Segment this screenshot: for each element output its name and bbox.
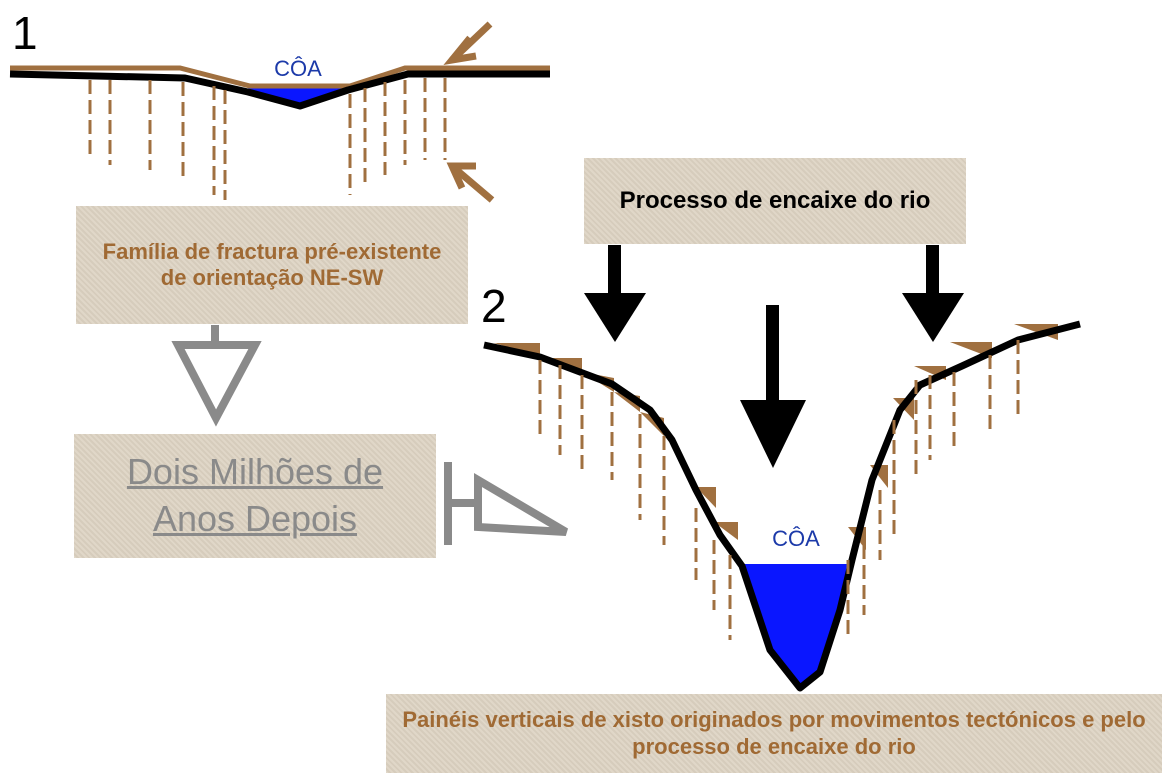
- ground-line-top: [9, 70, 550, 110]
- incision-arrow-left: [584, 245, 646, 342]
- vertical-panels-text: Painéis verticais de xisto originados po…: [402, 707, 1146, 759]
- river-water-top: [248, 88, 348, 107]
- step-number-1: 1: [12, 7, 38, 59]
- two-million-years-text: Dois Milhões de Anos Depois: [126, 451, 384, 539]
- fractures-top: [88, 78, 447, 200]
- compression-arrow-upper: [443, 21, 493, 65]
- compression-arrow-lower: [446, 162, 495, 203]
- surface-top: [10, 65, 550, 89]
- fracture-family-box: Família de fractura pré-existente de ori…: [76, 206, 468, 324]
- river-label-bottom: CÔA: [772, 526, 820, 551]
- vertical-panels-box: Painéis verticais de xisto originados po…: [386, 694, 1162, 773]
- hollow-arrow-down: [171, 325, 262, 427]
- ground-line-bottom: [483, 320, 1081, 692]
- two-million-years-box: Dois Milhões de Anos Depois: [74, 434, 436, 558]
- hollow-arrow-right: [444, 462, 569, 545]
- incision-process-box: Processo de encaixe do rio: [584, 158, 966, 244]
- fractures-bottom: [538, 340, 1020, 640]
- incision-arrow-center: [740, 305, 806, 468]
- incision-arrow-right: [902, 245, 964, 342]
- incision-process-text: Processo de encaixe do rio: [619, 186, 931, 214]
- river-water-bottom: [742, 564, 848, 686]
- step-number-2: 2: [481, 280, 507, 332]
- fracture-family-text: Família de fractura pré-existente de ori…: [102, 238, 442, 290]
- river-label-top: CÔA: [274, 56, 322, 81]
